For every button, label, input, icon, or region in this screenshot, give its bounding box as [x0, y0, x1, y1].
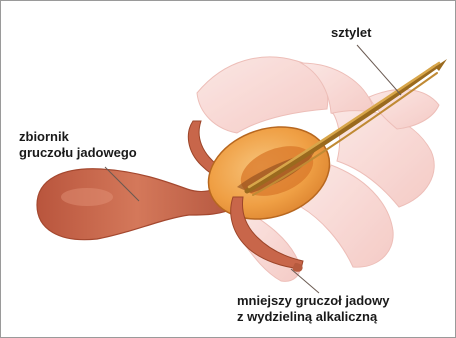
label-stylet: sztylet [331, 25, 371, 41]
leader-stylet [357, 45, 401, 95]
venom-reservoir [37, 169, 237, 240]
label-reservoir: zbiornik gruczołu jadowego [19, 129, 137, 161]
leader-small-gland [291, 269, 319, 293]
label-small-gland: mniejszy gruczoł jadowy z wydzieliną alk… [237, 293, 389, 325]
